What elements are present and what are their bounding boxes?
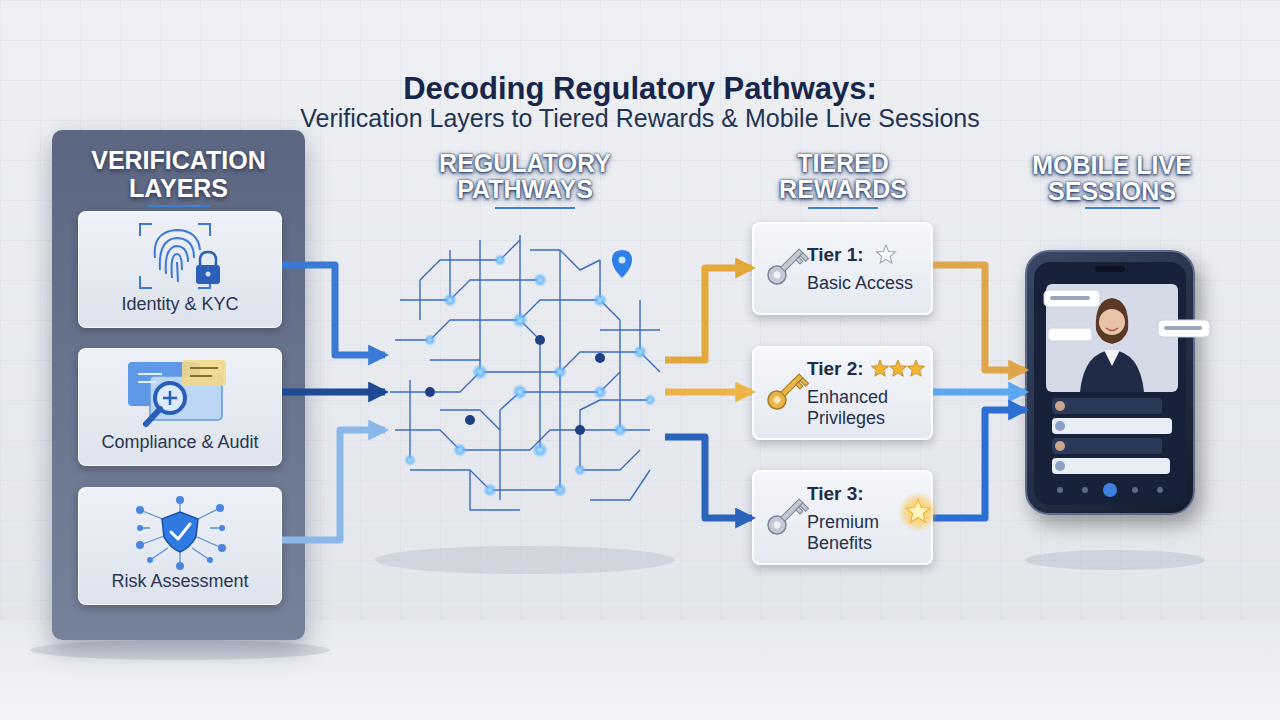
panel-heading: VERIFICATION LAYERS	[52, 146, 305, 202]
flow-arrow	[665, 437, 752, 518]
process-box: Identity & KYC	[78, 211, 282, 328]
tier-heading: Tier 3:	[807, 482, 931, 506]
process-box: Compliance & Audit	[78, 348, 282, 466]
box-label: Risk Assessment	[79, 571, 281, 592]
tier-box: Tier 2: Enhanced Privileges	[752, 346, 933, 440]
tier-text: Premium Benefits	[807, 512, 922, 554]
tier-box: Tier 3: Premium Benefits	[752, 470, 933, 565]
phone-device: MOBILE LIVE SESSIONS	[1025, 250, 1195, 515]
box-label: Identity & KYC	[79, 294, 281, 315]
tier-heading: Tier 1:	[807, 243, 931, 267]
column-heading: MOBILE LIVE SESSIONS	[1002, 152, 1222, 204]
process-box: Risk Assessment	[78, 487, 282, 605]
circuit-network	[390, 235, 660, 510]
flow-arrow	[933, 410, 1025, 518]
flow-arrow	[665, 389, 752, 396]
column-heading: REGULATORY PATHWAYS	[415, 150, 635, 202]
network-hub: REGULATORY PATHWAYS	[385, 225, 665, 515]
location-pin	[612, 250, 632, 278]
subtitle-text: Verification Layers to Tiered Rewards & …	[0, 104, 1280, 132]
tier-text: Basic Access	[807, 273, 922, 294]
tier-box: Tier 1: Basic Access	[752, 222, 933, 315]
flow-arrow	[933, 389, 1025, 396]
group-panel: VERIFICATION LAYERS Identity & KYC Complia…	[52, 130, 305, 640]
flow-arrow	[933, 265, 1025, 370]
tier-heading: Tier 2:	[807, 357, 931, 381]
box-label: Compliance & Audit	[79, 432, 281, 453]
tier-text: Enhanced Privileges	[807, 387, 922, 429]
flow-arrow	[665, 268, 752, 360]
diagram-title: Decoding Regulatory Pathways:	[0, 72, 1280, 106]
network-glow-dots	[404, 254, 656, 497]
column-heading: TIERED REWARDS	[743, 150, 943, 202]
